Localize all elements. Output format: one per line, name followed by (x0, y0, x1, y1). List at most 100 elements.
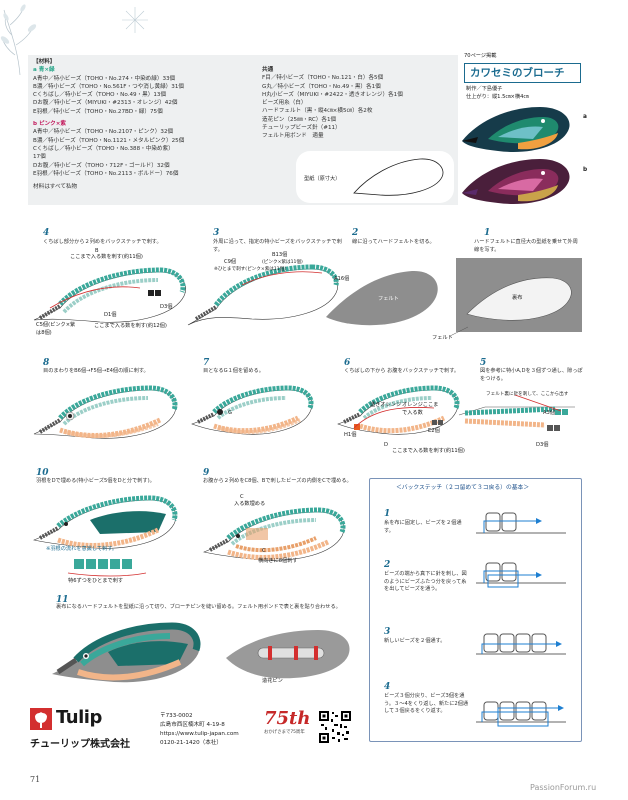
material-item: ビーズ用糸（白） (262, 100, 307, 107)
anniversary-logo: 75th おかげさまで75周年 (264, 708, 310, 735)
material-item: チューリップビーズ針（#11） (262, 125, 341, 132)
step-number: 4 (43, 228, 50, 238)
brooch-photo-a (462, 107, 570, 153)
step-text: お腹から２列めをC8個、Bで刺したビーズの内側をCで埋める。 (203, 478, 352, 484)
materials-right-column: 共通 F目／特小ビーズ（TOHO・No.121・白）各5個 G丸／特小ビーズ（T… (262, 66, 457, 141)
label-c9: C9個 (224, 259, 237, 265)
label-b13-note: (ピンク×紫は11個) (262, 260, 303, 265)
label-c: C (262, 548, 266, 554)
label-e2: E2個 (428, 428, 440, 434)
step10-sub-note: 特6ずつをひとまで刺す (68, 578, 124, 584)
material-item: B濃／特小ビーズ（TOHO・No.1121・メタルピンク）25個 (33, 137, 185, 144)
label-fill: 入る数埋める (234, 501, 266, 507)
step-number: 10 (36, 468, 49, 478)
step-text: 裏布になるハードフェルトを型紙に沿って切り、ブローチピンを縫い留める。フェルト用… (56, 604, 341, 610)
step9-bead-diagram (203, 507, 346, 561)
material-item: A青中／特小ビーズ（TOHO・No.2107・ピンク）32個 (33, 129, 174, 136)
material-item: 17個 (33, 154, 46, 161)
step-number: 7 (203, 358, 210, 368)
bs-step2-diagram (476, 562, 566, 588)
bs-step-text: 新しいビーズを２個通す。 (384, 638, 446, 644)
label-d1: D1個 (104, 312, 117, 318)
page-number: 71 (30, 775, 41, 784)
step-text: 目となるG１個を留める。 (203, 368, 264, 374)
step-number: 6 (344, 358, 351, 368)
decorative-sparkle-icon (122, 7, 148, 33)
step-number: 11 (56, 595, 69, 605)
qr-code-icon[interactable] (318, 710, 352, 744)
watermark: PassionForum.ru (530, 783, 597, 792)
step1-felt-label: フェルト (432, 335, 453, 341)
step2-felt-shape (326, 270, 438, 326)
material-item: F目／特小ビーズ（TOHO・No.121・白）各5個 (262, 75, 384, 82)
finished-size: 仕上がり：縦1.5㎝×横4㎝ (466, 94, 529, 100)
label-b13: B13個 (272, 252, 288, 258)
common-title: 共通 (262, 67, 274, 73)
label-side-8: 横向きに8個刺す (258, 558, 298, 564)
step-text: 図を参考に特小A,Dを３個ずつ通し、隙っぽをつける。 (480, 368, 583, 382)
step-number: 9 (203, 468, 210, 478)
phone: 0120-21-1420（本社） (160, 740, 223, 746)
label-c5: C5個(ピンク×紫は8個) (36, 322, 76, 336)
step5-note: フェルト裏に針を刺して、ここから出す (486, 392, 569, 397)
section-b-title: b ピンク×紫 (33, 121, 67, 128)
label-here-12: ここまで入る数を刺す(約12個) (94, 323, 167, 329)
website-link[interactable]: https://www.tulip-japan.com (160, 731, 239, 737)
step2-felt-label: フェルト (378, 296, 399, 302)
brand-name: Tulip (56, 707, 102, 728)
section-a-title: a 青×緑 (33, 67, 55, 74)
label-d3: D3個 (160, 304, 173, 310)
step-text: 線に沿ってハードフェルトを切る。 (352, 239, 435, 245)
step-text: 外周に沿って、指定の特小ビーズをバックステッチで刺す。 (213, 239, 342, 253)
label-here-11: ここまで入る数を刺す(約11個) (392, 448, 465, 454)
step-text: 羽根をDで埋める(特小ビーズ5個をDと分で刺す)。 (36, 478, 155, 484)
step4-bead-diagram (33, 267, 186, 323)
step-number: 2 (352, 228, 359, 238)
material-item: G丸／特小ビーズ（TOHO・No.49・黒）各1個 (262, 83, 381, 90)
step-text: ハードフェルトに直径大の型紙を乗せて外周線を写す。 (474, 239, 578, 253)
bs-step-number: 1 (384, 509, 391, 519)
bs-step3-diagram (476, 633, 566, 655)
tulip-logo-icon (30, 708, 52, 730)
label-c9-note: ※ひとまで刺す(ピンク×紫は11個) (214, 267, 287, 272)
materials-left-column: 【材料】 a 青×緑 A青中／特小ビーズ（TOHO・No.274・中染め緑）33… (33, 58, 253, 191)
project-title: カワセミのブローチ (470, 67, 565, 79)
materials-heading: 【材料】 (33, 59, 56, 65)
material-item: E羽根／特小ビーズ（TOHO・No.2113・ボルドー）76個 (33, 170, 179, 177)
brooch-pin-label: 造花ピン (262, 678, 283, 684)
material-item: 造花ピン（25㎜・RC）各1個 (262, 116, 337, 123)
label-d: D (384, 442, 388, 448)
step10-bead-diagram (33, 495, 178, 549)
company-name: チューリップ株式会社 (30, 739, 130, 750)
step5-bead-diagram (458, 394, 575, 431)
step-text: くちばしの下から お腹をバックステッチで刺す。 (344, 368, 460, 374)
material-item: Cくちばし／特小ビーズ（TOHO・No.49・黒）13個 (33, 92, 167, 99)
step6-bead-diagram (337, 385, 460, 435)
step-number: 8 (43, 358, 50, 368)
pattern-template-shape (353, 158, 444, 196)
label-clear-orange: 透きオレンジ (370, 402, 402, 408)
label-d3: D3個 (536, 442, 549, 448)
label-b: B (95, 248, 99, 254)
bs-step1-diagram (476, 512, 566, 534)
step1-template-shape (466, 277, 572, 321)
step-number: 5 (480, 358, 487, 368)
label-here-11: ここまで入る数を刺す(約11個) (70, 254, 143, 260)
back-stitch-title: ＜バックステッチ（２コ留めて３コ戻る）の基本＞ (396, 485, 530, 491)
material-item: ハードフェルト（黒・縦4㎝×横5㎝）各2枚 (262, 108, 373, 115)
bs-step-number: 4 (384, 682, 391, 692)
material-item: H丸小ビーズ（MIYUKI・#2422・透きオレンジ）各1個 (262, 91, 403, 98)
pattern-label: 型紙（原寸大） (304, 176, 341, 182)
label-g: G (228, 410, 233, 416)
brooch-label-a: a (583, 114, 587, 120)
bs-step-text: ビーズの端から真下に針を刺し、図のようにビーズふたつ分を戻って糸を出してビーズを… (384, 571, 467, 593)
bs-step-text: ビーズ３個分戻り、ビーズ3個を通う。３～4をくり返し、新たに2個通して３個戻るを… (384, 693, 469, 715)
label-a3: A3個 (543, 410, 556, 416)
brooch-label-b: b (583, 167, 588, 173)
decorative-leaf-illustration (0, 4, 37, 76)
materials-note: 材料はすべて私物 (33, 184, 78, 191)
material-item: Cくちばし／特小ビーズ（TOHO・No.388・中染め紫） (33, 145, 174, 152)
step-text: くちばし部分から２列めをバックステッチで刺す。 (43, 239, 162, 245)
step8-bead-diagram (33, 385, 178, 439)
back-stitch-panel (369, 478, 582, 742)
